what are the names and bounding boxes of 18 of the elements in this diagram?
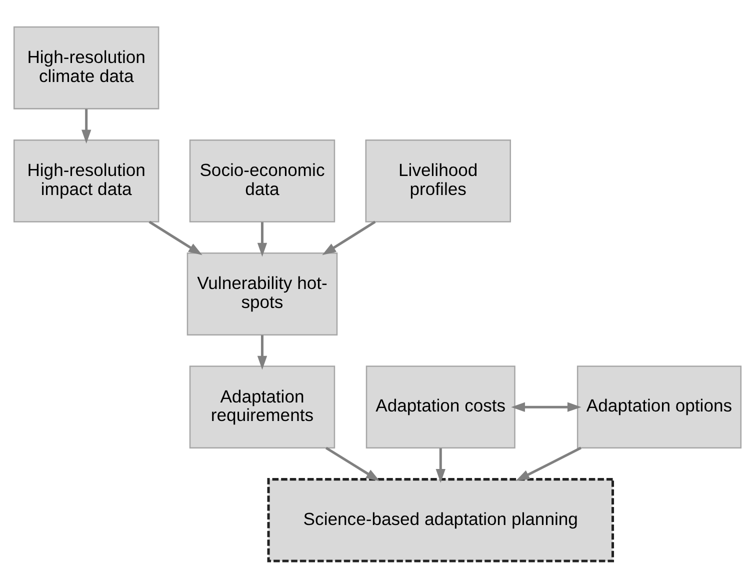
node-box: High-resolution climate data <box>12 26 159 109</box>
node-box: Adaptation costs <box>365 365 515 448</box>
node-box: Adaptation requirements <box>188 365 335 448</box>
arrow <box>324 446 380 481</box>
arrow <box>256 334 267 370</box>
node-box: Vulnerability hot-spots <box>186 252 338 335</box>
arrow <box>510 402 581 412</box>
node-box: Livelihood profiles <box>364 138 510 222</box>
arrow <box>81 108 91 144</box>
node-box: Science-based adaptation planning <box>266 478 614 562</box>
arrow <box>322 220 376 255</box>
node-box: Socio-economic data <box>188 138 335 222</box>
arrow <box>515 446 581 480</box>
node-box: Adaptation options <box>576 365 742 448</box>
arrow <box>256 222 267 256</box>
node-box: High-resolution impact data <box>12 138 159 222</box>
arrow <box>435 448 445 482</box>
arrow <box>148 220 202 255</box>
